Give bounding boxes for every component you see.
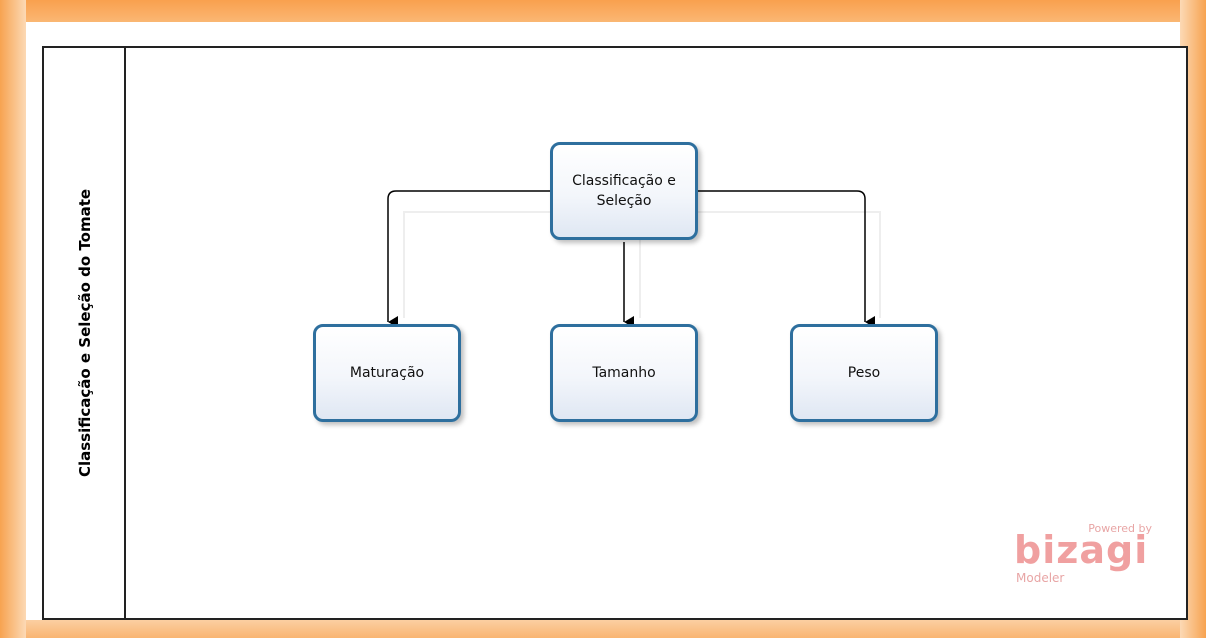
task-label: Peso — [847, 365, 881, 381]
task-maturacao[interactable]: Maturação — [313, 324, 461, 422]
task-classificacao-selecao[interactable]: Classificação e Seleção — [550, 142, 698, 240]
task-label: Classificação e Seleção — [572, 173, 676, 209]
flow-to-peso[interactable] — [697, 190, 875, 328]
powered-by-text: Powered by — [1088, 522, 1152, 535]
pool: Classificação e Seleção do Tomate — [42, 46, 1188, 620]
task-peso[interactable]: Peso — [790, 324, 938, 422]
flow-to-maturacao[interactable] — [387, 190, 552, 328]
bizagi-wordmark: bizagi — [1014, 528, 1149, 572]
task-label: Maturação — [349, 365, 425, 381]
task-tamanho[interactable]: Tamanho — [550, 324, 698, 422]
task-label: Tamanho — [592, 365, 656, 381]
modeler-text: Modeler — [1016, 571, 1065, 585]
lane-header: Classificação e Seleção do Tomate — [44, 48, 126, 618]
bizagi-logo: Powered by bizagi Modeler — [1000, 520, 1160, 590]
frame-left — [0, 0, 26, 638]
